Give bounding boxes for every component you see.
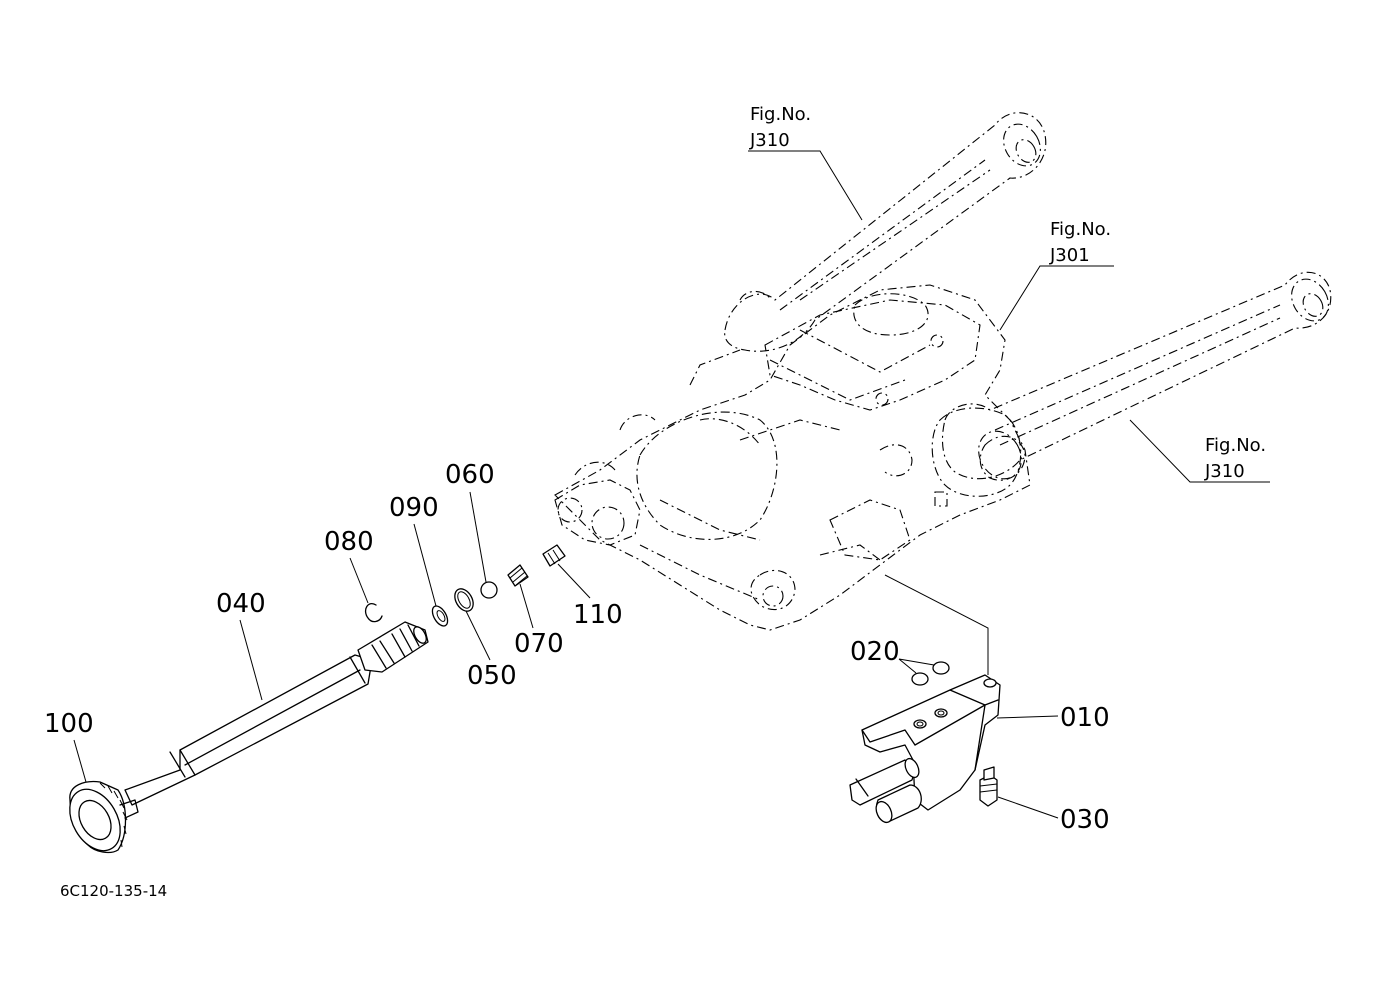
callout-label: 020 [850,637,900,667]
callout-060: 060 [445,460,495,583]
callout-label: 080 [324,527,374,557]
fig-ref-caption: Fig.No. [750,104,811,125]
callout-030: 030 [997,796,1110,835]
hydraulic-housing-outline [554,284,1031,631]
upper-lift-arm [724,112,1047,352]
ball-060 [480,581,498,599]
fig-ref-id: J310 [749,130,790,151]
snap-ring-080 [364,603,383,623]
callout-050: 050 [465,610,517,691]
fig-ref-upper-arm: Fig.No. J310 [748,104,863,221]
callout-label: 090 [389,493,439,523]
callout-110: 110 [557,563,623,630]
callout-080: 080 [324,527,374,604]
adjusting-knob [69,780,139,854]
washer-090 [431,605,449,627]
control-shaft [124,654,373,806]
spring-070 [507,564,529,587]
callout-label: 110 [573,600,623,630]
callout-020: 020 [850,637,935,674]
fig-ref-lower-arm: Fig.No. J310 [1129,419,1270,483]
callout-label: 030 [1060,805,1110,835]
mount-leader [884,574,989,675]
fig-ref-housing: Fig.No. J301 [999,219,1114,331]
callout-070: 070 [514,583,564,659]
callout-label: 100 [44,709,94,739]
callout-090: 090 [389,493,439,607]
valve-body-010 [849,674,1001,824]
callout-label: 040 [216,589,266,619]
threaded-spool-end [357,621,429,673]
fig-ref-id: J301 [1049,245,1090,266]
fitting-030 [979,766,998,807]
fig-ref-caption: Fig.No. [1050,219,1111,240]
o-ring-050 [454,588,474,612]
callout-label: 010 [1060,703,1110,733]
drawing-code: 6C120-135-14 [60,882,167,900]
plug-110 [542,544,566,567]
callout-label: 070 [514,629,564,659]
callout-label: 050 [467,661,517,691]
callout-100: 100 [44,709,94,783]
o-rings-020 [911,661,950,686]
callout-040: 040 [216,589,266,701]
fig-ref-id: J310 [1204,461,1245,482]
lower-lift-arm [941,271,1332,480]
callout-010: 010 [996,703,1110,733]
fig-ref-caption: Fig.No. [1205,435,1266,456]
callout-label: 060 [445,460,495,490]
